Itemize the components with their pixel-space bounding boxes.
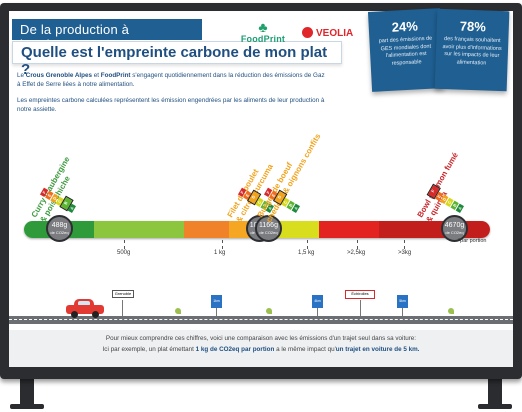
tick-label-1kg: 1 kg — [214, 250, 226, 256]
sign-post-5km — [402, 306, 403, 316]
stand-foot-right — [478, 404, 512, 409]
bar-segment — [274, 221, 319, 238]
plant-icon — [266, 308, 272, 314]
road-sign-4km: 4km — [312, 295, 323, 308]
footer-line-2: Ici par exemple, un plat émettant 1 kg d… — [102, 346, 420, 353]
veolia-mark-icon — [302, 27, 313, 38]
dish-unit: de CO2eq — [445, 230, 464, 235]
banner-title: De la production à l'assiette... — [12, 19, 202, 52]
tick-2-5kg — [357, 240, 358, 249]
footer-line-1: Pour mieux comprendre ces chiffres, voic… — [105, 335, 417, 342]
bar-segment — [184, 221, 229, 238]
tick-1-5kg — [307, 240, 308, 249]
sign-post-start — [122, 300, 123, 316]
road-sign-1km: 1km — [211, 295, 222, 308]
tick-label-3kg: >3kg — [398, 250, 412, 256]
per-portion-note: *par portion — [458, 238, 487, 244]
tick-label-500g: 500g — [117, 250, 131, 256]
road-marking — [9, 319, 513, 320]
road-sign-5km: 5km — [397, 295, 408, 308]
stand-leg-right — [488, 379, 502, 405]
stat-card-info: 78% des français souhaitent avoir plus d… — [434, 8, 510, 92]
sign-post-4km — [317, 306, 318, 316]
intro-paragraph-2: Les empreintes carbone calculées représe… — [17, 96, 325, 114]
tick-label-2-5kg: >2,5kg — [347, 250, 366, 256]
road-sign-city: Échirolles — [345, 290, 375, 299]
road-sign-start: Grenoble — [112, 290, 134, 298]
tick-3kg — [404, 240, 405, 249]
tick-label-1-5kg: 1,5 kg — [298, 250, 315, 256]
dish-unit: de CO2eq — [50, 230, 69, 235]
tick-500g — [124, 240, 125, 249]
stand-foot-left — [10, 404, 44, 409]
main-question: Quelle est l'empreinte carbone de mon pl… — [12, 41, 342, 78]
comparison-footer: Pour mieux comprendre ces chiffres, voic… — [9, 330, 513, 367]
sign-post-1km — [216, 306, 217, 316]
foodprint-logo: ♣ FoodPrint — [236, 20, 290, 44]
plant-icon — [175, 308, 181, 314]
dish-value: 4670g — [444, 222, 465, 229]
bar-segment — [94, 221, 184, 238]
sign-post-city — [360, 300, 361, 316]
road — [9, 316, 513, 324]
intro-paragraph-1: Le Crous Grenoble Alpes et FoodPrint s'e… — [17, 72, 325, 89]
bar-segment — [319, 221, 379, 238]
veolia-logo: VEOLIA — [302, 24, 360, 46]
dish-value: 1166g — [259, 222, 278, 229]
car-icon — [66, 299, 104, 318]
plant-icon — [448, 308, 454, 314]
bar-segment — [379, 221, 490, 238]
dish-value: 488g — [51, 222, 68, 229]
tick-1kg — [222, 240, 223, 249]
intro-text: Le Crous Grenoble Alpes et FoodPrint s'e… — [17, 71, 329, 115]
dish-unit: de CO2eq — [259, 230, 278, 235]
leaf-icon: ♣ — [258, 19, 268, 35]
stat-card-ges: 24% part des émissions de GES mondiales … — [367, 8, 445, 92]
stand-leg-left — [20, 379, 34, 405]
